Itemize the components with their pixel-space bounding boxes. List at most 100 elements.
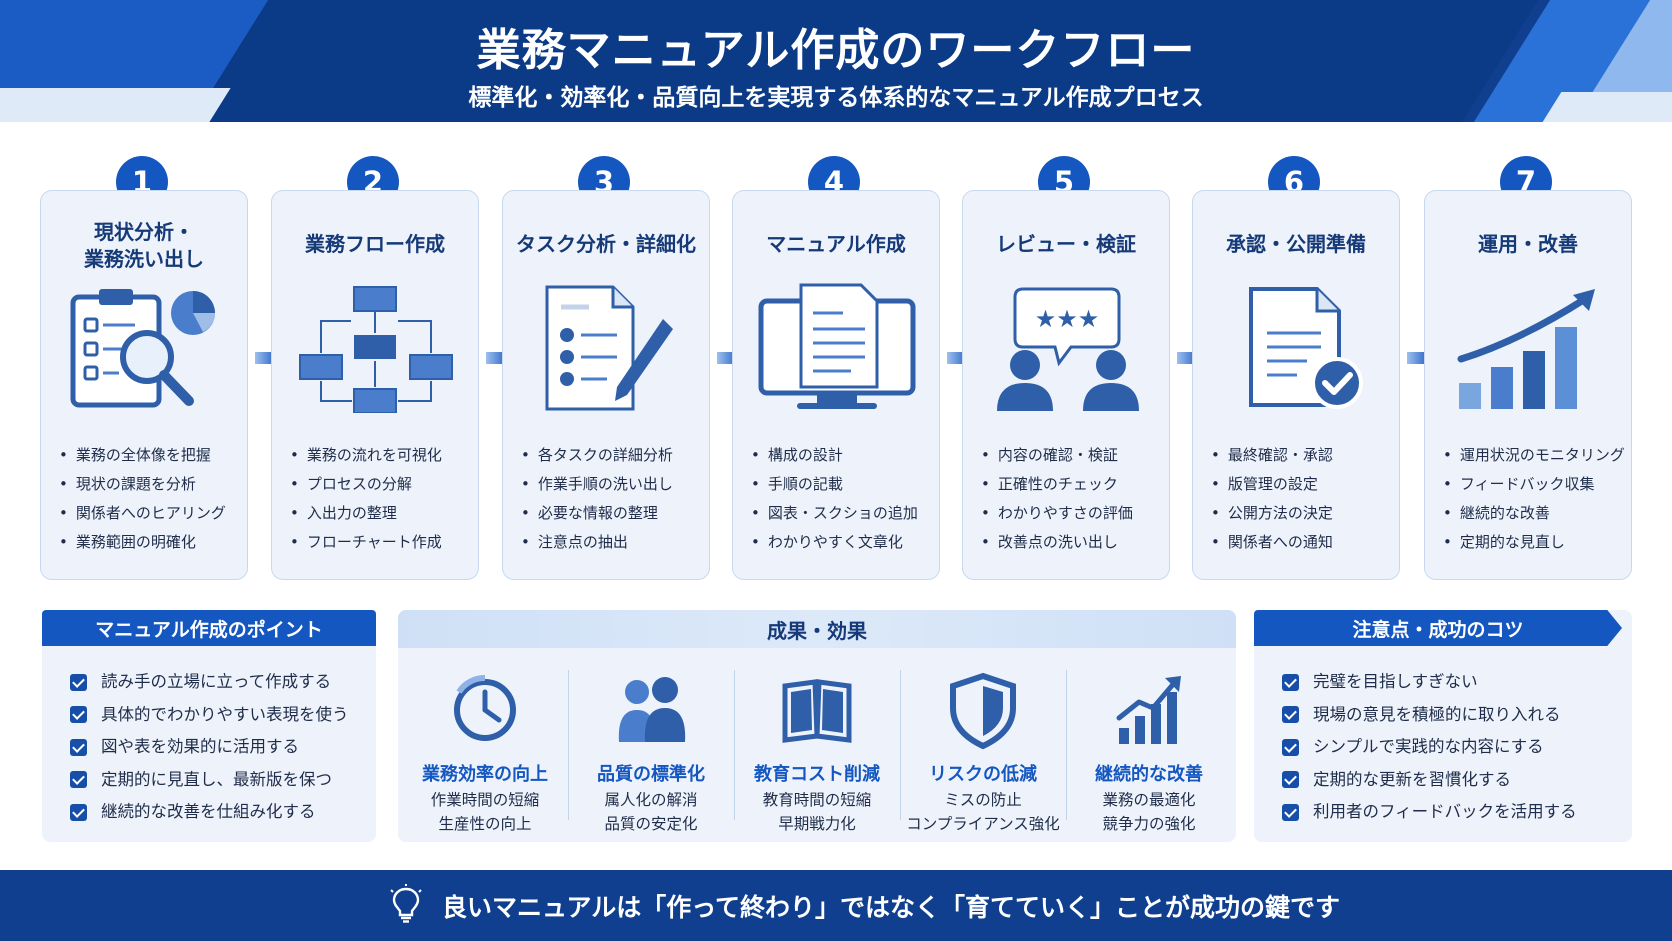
effect-item: 品質の標準化属人化の解消品質の安定化: [568, 670, 734, 833]
step-task-item: 業務の流れを可視化: [290, 441, 442, 470]
step-task-item: フィードバック収集: [1443, 470, 1625, 499]
step-task-item: わかりやすく文章化: [751, 528, 918, 557]
checkbox-icon: [1282, 803, 1299, 821]
step-task-item: プロセスの分解: [290, 470, 442, 499]
checkbox-icon: [1282, 771, 1299, 789]
step-title: 承認・公開準備: [1226, 232, 1366, 256]
step-task-item: 改善点の洗い出し: [981, 528, 1133, 557]
points-list: 読み手の立場に立って作成する具体的でわかりやすい表現を使う図や表を効果的に活用す…: [70, 666, 349, 829]
effect-title: リスクの低減: [929, 764, 1037, 785]
tip-item: 現場の意見を積極的に取り入れる: [1282, 699, 1577, 732]
checkbox-icon: [70, 803, 87, 821]
people-icon: [618, 677, 686, 742]
step-task-item: 内容の確認・検証: [981, 441, 1133, 470]
footer-banner: 良いマニュアルは「作って終わり」ではなく「育てていく」ことが成功の鍵です: [0, 870, 1672, 941]
effect-detail: 生産性の向上: [438, 815, 532, 833]
step-task-list: 業務の全体像を把握現状の課題を分析関係者へのヒアリング業務範囲の明確化: [59, 441, 226, 557]
effect-item: 教育コスト削減教育時間の短縮早期戦力化: [734, 670, 900, 833]
step-task-item: わかりやすさの評価: [981, 499, 1133, 528]
svg-text:★★★: ★★★: [1035, 305, 1100, 333]
effect-item: 業務効率の向上作業時間の短縮生産性の向上: [402, 670, 568, 833]
page-title: 業務マニュアル作成のワークフロー: [476, 25, 1196, 76]
step-task-item: 図表・スクショの追加: [751, 499, 918, 528]
step-task-item: 必要な情報の整理: [521, 499, 673, 528]
point-item: 継続的な改善を仕組み化する: [70, 796, 349, 829]
step-task-list: 業務の流れを可視化プロセスの分解入出力の整理フローチャート作成: [290, 441, 442, 557]
step-task-list: 構成の設計手順の記載図表・スクショの追加わかりやすく文章化: [751, 441, 918, 557]
step-task-item: 各タスクの詳細分析: [521, 441, 673, 470]
step-task-item: 現状の課題を分析: [59, 470, 226, 499]
checkbox-icon: [70, 673, 87, 691]
checkbox-icon: [1282, 706, 1299, 724]
clipboard-magnifier-icon: [70, 289, 215, 408]
step-card: 業務フロー作成 業務の流れを可視化プロセスの分解入出力の整理フローチャート作成: [271, 190, 479, 580]
effect-detail: 作業時間の短縮: [430, 791, 540, 809]
step-task-item: 関係者への通知: [1211, 528, 1333, 557]
step-task-list: 運用状況のモニタリングフィードバック収集継続的な改善定期的な見直し: [1443, 441, 1625, 557]
step-task-list: 最終確認・承認版管理の設定公開方法の決定関係者への通知: [1211, 441, 1333, 557]
effect-detail: 業務の最適化: [1102, 791, 1196, 809]
step-title: 業務フロー作成: [305, 232, 445, 256]
effect-divider: [1066, 670, 1067, 820]
monitor-document-icon: [758, 283, 916, 409]
growth-chart-icon: [1457, 289, 1595, 409]
checkbox-icon: [1282, 673, 1299, 691]
bar-growth-icon: [1116, 676, 1181, 744]
step-card: 現状分析・ 業務洗い出し 業務の全体像を把握現状の課題を分析関係者へのヒアリング…: [40, 190, 248, 580]
step-task-item: 入出力の整理: [290, 499, 442, 528]
points-title: マニュアル作成のポイント: [42, 610, 376, 646]
step-task-item: 関係者へのヒアリング: [59, 499, 226, 528]
tip-item: 利用者のフィードバックを活用する: [1282, 796, 1577, 829]
effects-title: 成果・効果: [398, 610, 1236, 648]
tips-box: 注意点・成功のコツ 完璧を目指しすぎない現場の意見を積極的に取り入れるシンプルで…: [1254, 610, 1632, 842]
effect-divider: [900, 670, 901, 820]
tip-item: 定期的な更新を習慣化する: [1282, 764, 1577, 797]
effect-detail: ミスの防止: [944, 791, 1022, 809]
step-card: マニュアル作成 構成の設計手順の記載図表・スクショの追加わかりやすく文章化: [732, 190, 940, 580]
effect-title: 業務効率の向上: [422, 764, 548, 785]
step-task-item: 最終確認・承認: [1211, 441, 1333, 470]
step-task-list: 内容の確認・検証正確性のチェックわかりやすさの評価改善点の洗い出し: [981, 441, 1133, 557]
step-task-item: 公開方法の決定: [1211, 499, 1333, 528]
header-banner: 業務マニュアル作成のワークフロー 標準化・効率化・品質向上を実現する体系的なマニ…: [0, 0, 1672, 122]
effect-detail: 教育時間の短縮: [762, 791, 872, 809]
effect-detail: 属人化の解消: [604, 791, 698, 809]
step-task-item: 版管理の設定: [1211, 470, 1333, 499]
tip-item: シンプルで実践的な内容にする: [1282, 731, 1577, 764]
point-item: 定期的に見直し、最新版を保つ: [70, 764, 349, 797]
step-task-item: 業務範囲の明確化: [59, 528, 226, 557]
checkbox-icon: [70, 771, 87, 789]
checkbox-icon: [70, 706, 87, 724]
step-task-item: 構成の設計: [751, 441, 918, 470]
effect-title: 継続的な改善: [1095, 764, 1203, 785]
step-title: レビュー・検証: [996, 232, 1136, 256]
effect-detail: 競争力の強化: [1102, 815, 1196, 833]
step-title: マニュアル作成: [766, 232, 906, 256]
step-task-item: 定期的な見直し: [1443, 528, 1625, 557]
step-card: 承認・公開準備 最終確認・承認版管理の設定公開方法の決定関係者への通知: [1192, 190, 1400, 580]
effect-item: 継続的な改善業務の最適化競争力の強化: [1066, 670, 1232, 833]
step-title: 現状分析・ 業務洗い出し: [84, 220, 204, 271]
tips-title: 注意点・成功のコツ: [1254, 610, 1622, 646]
step-task-item: 運用状況のモニタリング: [1443, 441, 1625, 470]
points-box: マニュアル作成のポイント 読み手の立場に立って作成する具体的でわかりやすい表現を…: [42, 610, 376, 842]
step-card: レビュー・検証 ★★★ 内容の確認・検証正確性のチェックわかりやすさの評価改善点…: [962, 190, 1170, 580]
step-task-item: 継続的な改善: [1443, 499, 1625, 528]
book-icon: [782, 679, 852, 743]
step-card: タスク分析・詳細化 各タスクの詳細分析作業手順の洗い出し必要な情報の整理注意点の…: [502, 190, 710, 580]
step-task-item: 作業手順の洗い出し: [521, 470, 673, 499]
step-task-item: 正確性のチェック: [981, 470, 1133, 499]
step-task-item: 業務の全体像を把握: [59, 441, 226, 470]
footer-message: 良いマニュアルは「作って終わり」ではなく「育てていく」ことが成功の鍵です: [442, 893, 1341, 922]
step-task-list: 各タスクの詳細分析作業手順の洗い出し必要な情報の整理注意点の抽出: [521, 441, 673, 557]
effect-detail: 早期戦力化: [778, 815, 856, 833]
lightbulb-icon: [390, 884, 422, 923]
point-item: 図や表を効果的に活用する: [70, 731, 349, 764]
point-item: 具体的でわかりやすい表現を使う: [70, 699, 349, 732]
approved-document-icon: [1249, 287, 1363, 409]
effect-title: 教育コスト削減: [754, 764, 880, 785]
step-task-item: フローチャート作成: [290, 528, 442, 557]
point-item: 読み手の立場に立って作成する: [70, 666, 349, 699]
clock-icon: [454, 674, 516, 741]
effect-divider: [568, 670, 569, 820]
